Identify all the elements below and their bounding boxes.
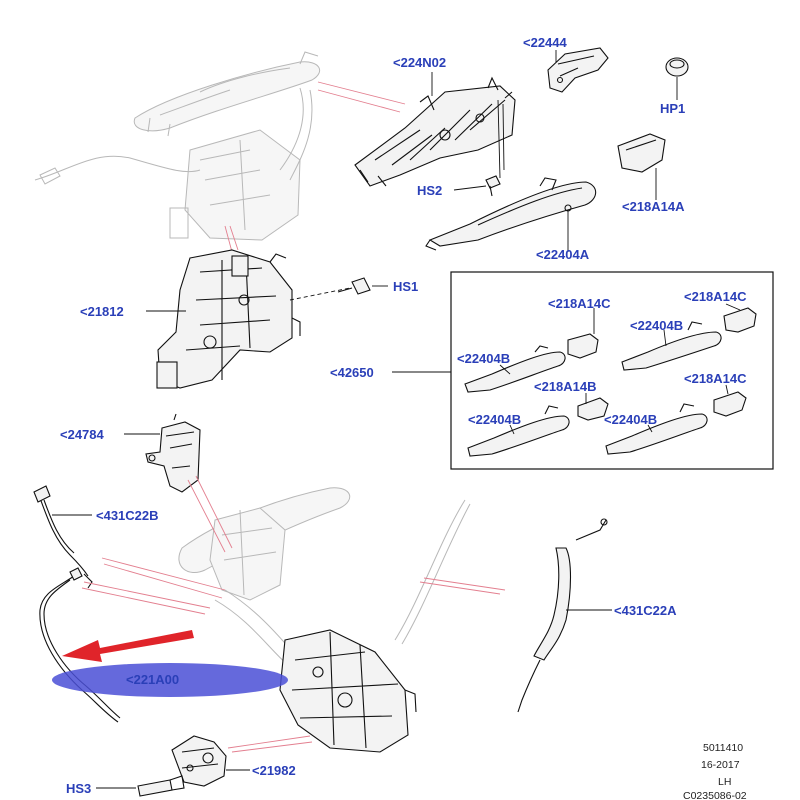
label-hs1: HS1 [393,279,418,294]
label-224n02: <224N02 [393,55,446,70]
kit-42650-box [450,271,774,470]
label-22404b-2: <22404B [457,351,510,366]
label-21982: <21982 [252,763,296,778]
part-hs1-bolt [337,277,371,295]
label-24784: <24784 [60,427,105,442]
part-24784-bracket [145,413,201,493]
doc-side: LH [718,776,731,788]
part-224n02-handle-bracket [354,76,516,187]
part-22444-cover [547,47,609,93]
doc-code: C0235086-02 [683,790,747,800]
pointer-arrow [62,630,194,662]
label-21812: <21812 [80,304,124,319]
label-218a14c-1: <218A14C [548,296,611,311]
label-42650: <42650 [330,365,374,380]
ghost-handle-assembly-bottom [178,487,471,666]
part-hs3-bolt [137,775,185,797]
label-22404a: <22404A [536,247,590,262]
label-22404b-3: <22404B [468,412,521,427]
label-221a00: <221A00 [126,672,179,687]
kit-trim-3 [577,397,609,421]
part-hs2-screw [485,175,501,197]
part-431c22a-cable [517,518,608,713]
label-hs2: HS2 [417,183,442,198]
doc-number: 5011410 [703,742,743,754]
part-431c22b-cable [33,485,93,589]
kit-handle-2 [621,321,722,371]
doc-date: 16-2017 [701,759,740,771]
label-22404b-1: <22404B [630,318,683,333]
part-218a14a-trim [617,133,666,173]
label-22444: <22444 [523,35,568,50]
part-22404a-handle [425,177,597,251]
label-218a14c-2: <218A14C [684,289,747,304]
part-hp1-cap [665,57,689,77]
label-22404b-4: <22404B [604,412,657,427]
label-218a14c-3: <218A14C [684,371,747,386]
label-218a14a: <218A14A [622,199,685,214]
label-218a14b: <218A14B [534,379,597,394]
part-latch-assembly-bottom [279,629,417,753]
part-221a00-cable [39,567,121,723]
kit-handle-3 [467,405,570,457]
kit-handle-1 [464,345,566,393]
kit-trim-4 [713,391,747,417]
kit-trim-1 [567,333,599,359]
kit-trim-2 [723,307,757,333]
part-21982-striker [171,735,227,787]
label-431c22a: <431C22A [614,603,677,618]
kit-handle-4 [605,403,708,455]
part-21812-latch [156,249,301,389]
highlight-ellipse [52,663,288,697]
label-hs3: HS3 [66,781,91,796]
label-431c22b: <431C22B [96,508,159,523]
label-hp1: HP1 [660,101,685,116]
highlight-221a00 [52,630,288,697]
ghost-handle-assembly-top [34,51,321,241]
document-info: 5011410 16-2017 LH C0235086-02 [683,742,747,800]
